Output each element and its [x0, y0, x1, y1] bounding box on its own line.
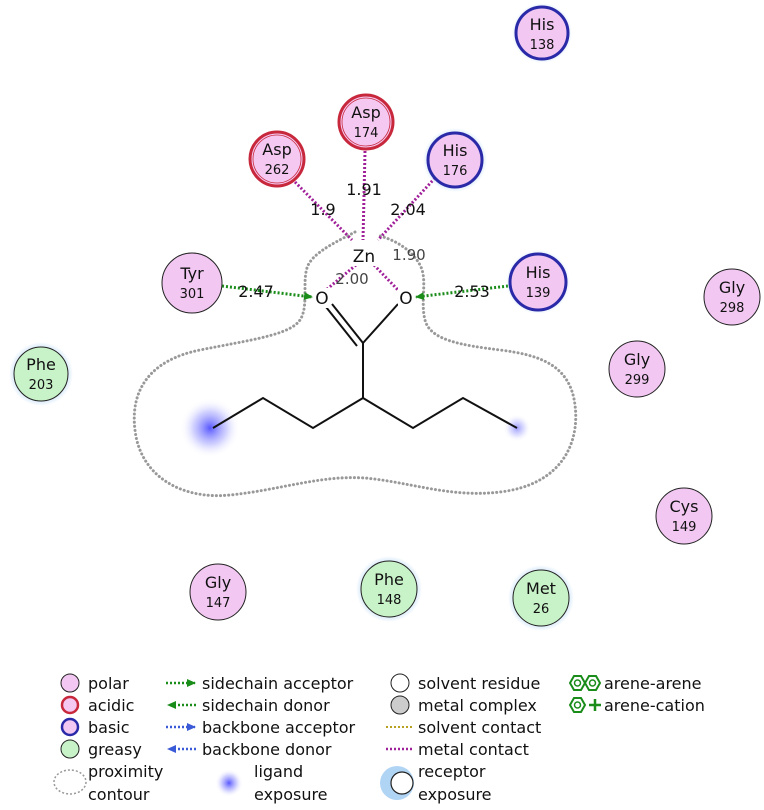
svg-text:Phe: Phe — [374, 570, 404, 589]
legend-arene-arene: arene-arene — [568, 674, 702, 693]
residue-asp262: Asp 262 — [248, 130, 306, 188]
svg-text:backbone acceptor: backbone acceptor — [202, 718, 356, 737]
residue-phe203: Phe 203 — [9, 342, 73, 406]
svg-text:139: 139 — [526, 286, 551, 301]
proximity-contour — [132, 230, 578, 498]
legend-backbone-acceptor: backbone acceptor — [166, 718, 356, 737]
distance-tyr301: 2.47 — [238, 282, 274, 301]
legend-metal-complex: metal complex — [390, 695, 537, 715]
residue-gly147: Gly 147 — [189, 563, 247, 621]
svg-text:299: 299 — [625, 373, 650, 388]
legend-arene-cation: arene-cation — [568, 696, 705, 715]
svg-text:149: 149 — [672, 520, 697, 535]
svg-text:Tyr: Tyr — [179, 264, 204, 283]
residue-met26: Met 26 — [508, 565, 574, 631]
distance-his176: 2.04 — [390, 200, 426, 219]
svg-text:His: His — [526, 263, 551, 282]
legend-receptor-exposure: receptor exposure — [380, 762, 492, 804]
residue-asp174: Asp 174 — [337, 93, 395, 151]
svg-text:176: 176 — [443, 164, 468, 179]
metal-contacts — [293, 150, 437, 292]
distance-his139: 2.53 — [454, 282, 490, 301]
svg-text:sidechain donor: sidechain donor — [202, 696, 330, 715]
svg-text:298: 298 — [720, 301, 745, 316]
svg-text:His: His — [530, 15, 555, 34]
svg-text:exposure: exposure — [418, 785, 492, 804]
legend-backbone-donor: backbone donor — [167, 740, 332, 759]
residue-his139: His 139 — [506, 250, 570, 314]
svg-text:contour: contour — [88, 785, 150, 804]
legend: polar acidic basic greasy proximity cont… — [53, 673, 705, 804]
oxygen-atom-right: O — [399, 289, 412, 309]
svg-text:backbone donor: backbone donor — [202, 740, 332, 759]
svg-text:polar: polar — [88, 674, 129, 693]
svg-text:138: 138 — [530, 38, 555, 53]
residue-gly298: Gly 298 — [703, 268, 761, 326]
legend-greasy: greasy — [60, 739, 142, 759]
legend-ligand-exposure: ligand exposure — [215, 762, 328, 804]
svg-text:receptor: receptor — [418, 762, 486, 781]
svg-text:203: 203 — [29, 378, 54, 393]
svg-text:solvent contact: solvent contact — [418, 718, 541, 737]
legend-sidechain-acceptor: sidechain acceptor — [166, 674, 354, 693]
svg-text:Asp: Asp — [351, 103, 380, 122]
distance-zn-o-left: 2.00 — [335, 270, 368, 288]
svg-text:His: His — [443, 141, 468, 160]
distance-zn-o-right: 1.90 — [392, 246, 425, 264]
legend-polar: polar — [60, 673, 129, 693]
residue-his138: His 138 — [512, 3, 572, 63]
svg-text:sidechain acceptor: sidechain acceptor — [202, 674, 354, 693]
ligand-exposure-left — [180, 398, 240, 458]
residue-his176: His 176 — [423, 128, 487, 192]
legend-basic: basic — [60, 717, 130, 737]
svg-text:metal complex: metal complex — [418, 696, 537, 715]
svg-text:301: 301 — [180, 287, 205, 302]
legend-acidic: acidic — [60, 695, 134, 715]
svg-text:arene-cation: arene-cation — [604, 696, 705, 715]
svg-text:Met: Met — [526, 579, 556, 598]
legend-solvent-residue: solvent residue — [390, 673, 540, 693]
oxygen-atom-left: O — [315, 289, 328, 309]
residue-phe148: Phe 148 — [356, 556, 422, 622]
distance-asp174: 1.91 — [346, 180, 382, 199]
svg-text:Gly: Gly — [624, 350, 650, 369]
svg-text:Cys: Cys — [670, 497, 699, 516]
svg-text:metal contact: metal contact — [418, 740, 529, 759]
svg-text:proximity: proximity — [88, 762, 163, 781]
svg-text:exposure: exposure — [254, 785, 328, 804]
distance-asp262: 1.9 — [310, 200, 335, 219]
svg-text:Gly: Gly — [205, 573, 231, 592]
svg-text:Gly: Gly — [719, 278, 745, 297]
svg-text:solvent residue: solvent residue — [418, 674, 540, 693]
svg-text:ligand: ligand — [254, 762, 303, 781]
residue-tyr301: Tyr 301 — [161, 252, 223, 314]
residue-cys149: Cys 149 — [655, 487, 713, 545]
svg-text:174: 174 — [354, 126, 379, 141]
svg-text:greasy: greasy — [88, 740, 142, 759]
legend-proximity-contour: proximity contour — [53, 762, 163, 804]
svg-text:Asp: Asp — [262, 140, 291, 159]
svg-text:acidic: acidic — [88, 696, 134, 715]
ligand-skeleton — [212, 303, 518, 430]
legend-solvent-contact: solvent contact — [386, 718, 541, 737]
legend-sidechain-donor: sidechain donor — [167, 696, 330, 715]
svg-text:148: 148 — [377, 593, 402, 608]
svg-text:arene-arene: arene-arene — [604, 674, 702, 693]
hbond-tyr301 — [221, 284, 313, 300]
legend-metal-contact: metal contact — [386, 740, 529, 759]
svg-text:262: 262 — [265, 163, 290, 178]
residue-gly299: Gly 299 — [608, 340, 666, 398]
svg-text:basic: basic — [88, 718, 130, 737]
zinc-atom-label: Zn — [353, 247, 375, 267]
hbond-his139 — [415, 284, 509, 301]
svg-text:26: 26 — [533, 602, 550, 617]
svg-text:Phe: Phe — [26, 355, 56, 374]
svg-text:147: 147 — [206, 596, 231, 611]
